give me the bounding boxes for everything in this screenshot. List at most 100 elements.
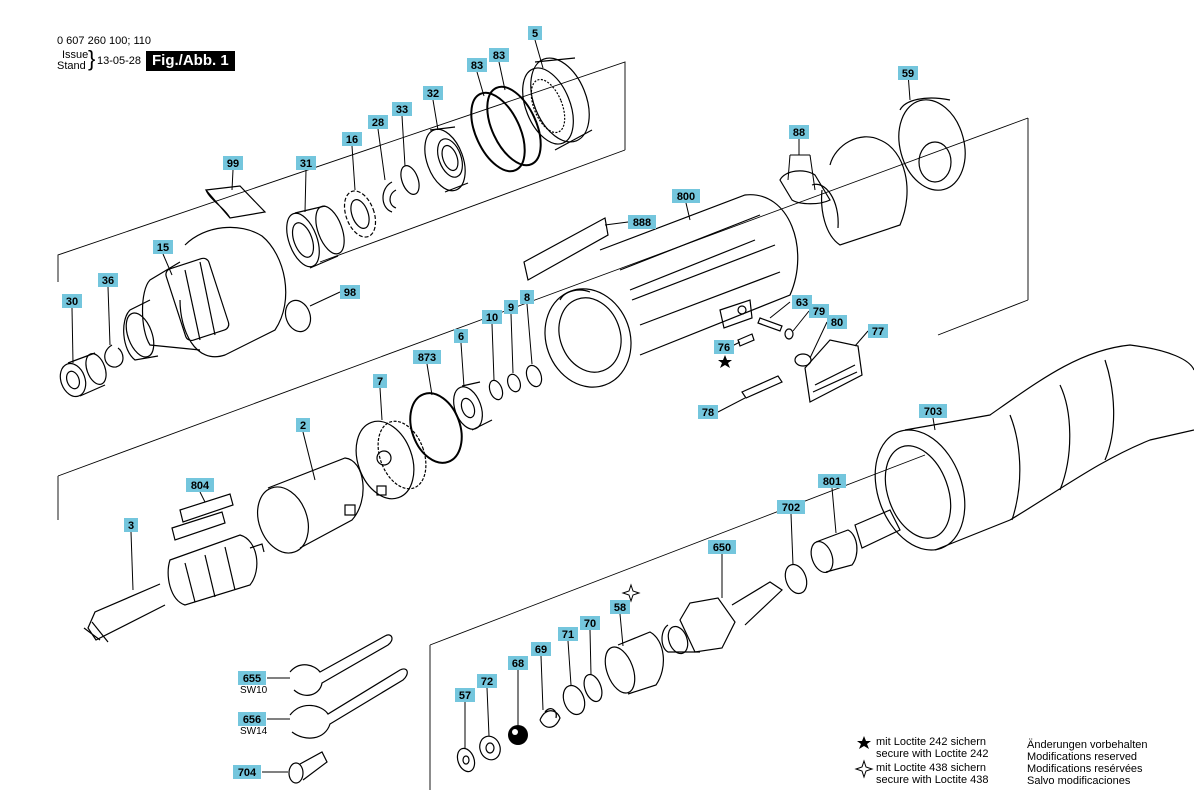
svg-text:6: 6: [458, 331, 464, 343]
part-71-drawing: [562, 684, 586, 716]
svg-text:70: 70: [584, 618, 596, 630]
svg-text:873: 873: [418, 352, 436, 364]
callout-p76: 76: [714, 340, 734, 354]
svg-text:63: 63: [796, 297, 808, 309]
svg-text:57: 57: [459, 690, 471, 702]
callout-p59: 59: [898, 66, 918, 80]
part-79-drawing: [784, 328, 794, 340]
part-drawings: [57, 57, 1194, 790]
sublabel-sw10: SW10: [240, 685, 268, 696]
part-57-drawing: [456, 747, 476, 773]
svg-text:704: 704: [238, 767, 257, 779]
part-800-drawing: [544, 194, 799, 388]
callout-p703: 703: [919, 404, 947, 418]
svg-text:15: 15: [157, 242, 169, 254]
part-70-drawing: [583, 673, 603, 703]
callout-p28: 28: [368, 115, 388, 129]
leader-lines: [71, 39, 936, 773]
part-78-drawing: [741, 375, 783, 399]
svg-text:59: 59: [902, 68, 914, 80]
part-77-drawing: [804, 339, 863, 403]
callout-p16: 16: [342, 132, 362, 146]
svg-text:801: 801: [823, 476, 841, 488]
callout-p72: 72: [477, 674, 497, 688]
callout-p3: 3: [124, 518, 138, 532]
callout-p88: 88: [789, 125, 809, 139]
part-888-drawing: [523, 217, 609, 281]
svg-text:83: 83: [493, 50, 505, 62]
stand-label: Stand: [57, 60, 86, 72]
part-3-drawing: [83, 534, 265, 643]
svg-text:2: 2: [300, 420, 306, 432]
callouts: 5 83 83 32 33 28 16 31 99 15 36 30 98 59…: [62, 26, 947, 779]
part-68-drawing: [508, 725, 528, 745]
callout-p804: 804: [186, 478, 214, 492]
part-72-drawing: [479, 735, 501, 761]
svg-text:36: 36: [102, 275, 114, 287]
legend-diamond-en: secure with Loctite 438: [876, 774, 989, 786]
frame-lines: [57, 61, 1029, 790]
callout-p2: 2: [296, 418, 310, 432]
part-804-drawing: [171, 493, 234, 541]
callout-p800: 800: [672, 189, 700, 203]
part-33-drawing: [400, 165, 420, 195]
legend-diamond-de: mit Loctite 438 sichern: [876, 762, 987, 774]
svg-text:3: 3: [128, 520, 134, 532]
svg-text:5: 5: [532, 28, 538, 40]
part-number: 0 607 260 100; 110: [57, 35, 151, 47]
svg-text:58: 58: [614, 602, 626, 614]
svg-text:69: 69: [535, 644, 547, 656]
callout-p702: 702: [777, 500, 805, 514]
svg-text:7: 7: [377, 376, 383, 388]
diamond-marker-58: [621, 583, 641, 603]
svg-text:68: 68: [512, 658, 524, 670]
part-801-drawing: [810, 529, 858, 574]
callout-p5: 5: [528, 26, 542, 40]
svg-text:702: 702: [782, 502, 800, 514]
part-30-drawing: [59, 352, 107, 398]
callout-p31: 31: [296, 156, 316, 170]
callout-p656: 656: [238, 712, 266, 726]
sublabel-sw14: SW14: [240, 726, 268, 737]
svg-text:99: 99: [227, 158, 239, 170]
svg-text:32: 32: [427, 88, 439, 100]
part-32-drawing: [424, 126, 469, 193]
part-8-drawing: [525, 364, 543, 388]
callout-p650: 650: [708, 540, 736, 554]
legend-diamond-icon: [854, 759, 874, 779]
svg-text:78: 78: [702, 407, 714, 419]
svg-text:655: 655: [243, 673, 261, 685]
svg-text:72: 72: [481, 676, 493, 688]
svg-text:888: 888: [633, 217, 651, 229]
callout-p655: 655: [238, 671, 266, 685]
callout-p704: 704: [233, 765, 261, 779]
callout-p70: 70: [580, 616, 600, 630]
part-873-drawing: [409, 392, 463, 464]
part-5-drawing: [522, 57, 593, 151]
svg-text:79: 79: [813, 306, 825, 318]
part-88-drawing: [779, 136, 908, 246]
part-9-drawing: [506, 373, 522, 393]
callout-p888: 888: [628, 215, 656, 229]
svg-text:800: 800: [677, 191, 695, 203]
part-99-drawing: [204, 185, 267, 219]
svg-text:31: 31: [300, 158, 312, 170]
svg-text:10: 10: [486, 312, 498, 324]
part-15-drawing: [123, 226, 287, 361]
callout-p6: 6: [454, 329, 468, 343]
part-703-drawing: [854, 344, 1194, 551]
callout-p57: 57: [455, 688, 475, 702]
part-28-drawing: [382, 181, 397, 213]
callout-p79: 79: [809, 304, 829, 318]
svg-text:88: 88: [793, 127, 805, 139]
part-16-drawing: [343, 190, 377, 238]
issue-label: Issue: [62, 49, 89, 61]
svg-text:77: 77: [872, 326, 884, 338]
legend-star-en: secure with Loctite 242: [876, 748, 989, 760]
part-2-drawing: [257, 457, 364, 554]
part-59-drawing: [898, 97, 966, 191]
part-31-drawing: [286, 205, 345, 269]
svg-text:76: 76: [718, 342, 730, 354]
callout-p58: 58: [610, 600, 630, 614]
svg-text:80: 80: [831, 317, 843, 329]
